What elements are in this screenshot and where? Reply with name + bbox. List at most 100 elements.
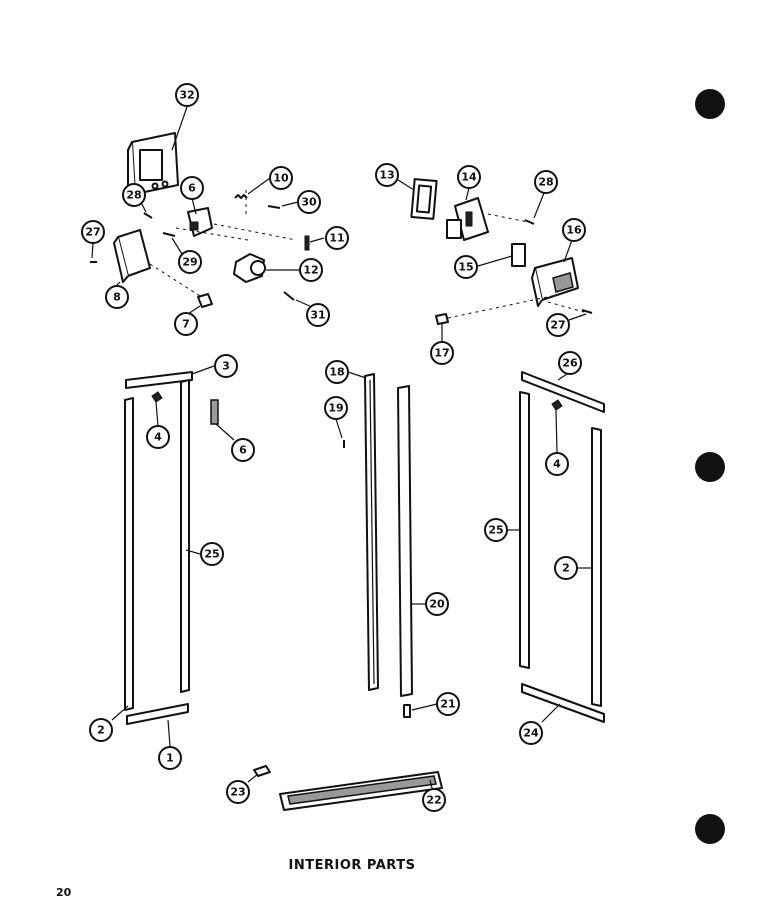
- part-17-clip: [435, 313, 449, 325]
- svg-text:13: 13: [379, 169, 394, 182]
- part-21-clip: [403, 704, 411, 718]
- part-4-fastener-right: [551, 399, 563, 411]
- callout-6-top: 6: [180, 176, 204, 200]
- callout-16: 16: [562, 218, 586, 242]
- callout-27-right: 27: [546, 313, 570, 337]
- part-2-left-post: [124, 397, 134, 711]
- part-24-bottom-rail: [521, 683, 605, 723]
- part-15-plate: [511, 243, 526, 267]
- svg-text:28: 28: [126, 189, 141, 202]
- part-14-switch: [446, 197, 489, 241]
- callout-22: 22: [422, 788, 446, 812]
- part-26-top-rail: [521, 371, 605, 413]
- callout-31: 31: [306, 303, 330, 327]
- svg-text:20: 20: [429, 598, 445, 611]
- svg-text:27: 27: [550, 319, 565, 332]
- part-28-screw: [143, 212, 153, 219]
- callout-20: 20: [425, 592, 449, 616]
- svg-text:6: 6: [239, 444, 247, 457]
- callout-30: 30: [297, 190, 321, 214]
- svg-text:11: 11: [329, 232, 344, 245]
- callout-28-left: 28: [122, 183, 146, 207]
- callout-14: 14: [457, 165, 481, 189]
- svg-text:8: 8: [113, 291, 121, 304]
- punch-hole-middle: [695, 452, 725, 482]
- part-29-screw: [162, 232, 176, 237]
- callout-2-left: 2: [89, 718, 113, 742]
- callout-15: 15: [454, 255, 478, 279]
- svg-text:16: 16: [566, 224, 582, 237]
- svg-text:1: 1: [166, 752, 174, 765]
- callout-8: 8: [105, 285, 129, 309]
- svg-text:10: 10: [273, 172, 289, 185]
- part-8-thermostat-box: [113, 229, 151, 283]
- svg-text:14: 14: [461, 171, 477, 184]
- svg-text:25: 25: [204, 548, 219, 561]
- callout-24: 24: [519, 721, 543, 745]
- callout-11: 11: [325, 226, 349, 250]
- part-28-screw-right: [524, 219, 535, 225]
- part-23-clip: [253, 765, 271, 777]
- callout-21: 21: [436, 692, 460, 716]
- callout-32: 32: [175, 83, 199, 107]
- svg-text:4: 4: [154, 431, 162, 444]
- svg-text:12: 12: [303, 264, 318, 277]
- callout-18: 18: [325, 360, 349, 384]
- leader-lines: [91, 106, 592, 789]
- svg-text:21: 21: [440, 698, 455, 711]
- svg-text:19: 19: [328, 402, 343, 415]
- punch-hole-top: [695, 89, 725, 119]
- part-12-knob: [233, 253, 266, 283]
- part-1-bottom-rail: [126, 703, 189, 725]
- svg-text:2: 2: [562, 562, 570, 575]
- svg-text:28: 28: [538, 176, 553, 189]
- callout-28-right: 28: [534, 170, 558, 194]
- part-2-right-post: [591, 427, 602, 707]
- svg-text:29: 29: [182, 256, 197, 269]
- part-13-gasket: [410, 178, 438, 220]
- part-18-door-strip: [364, 373, 379, 691]
- callout-6-bottom: 6: [231, 438, 255, 462]
- part-7-clip: [197, 293, 213, 308]
- svg-text:27: 27: [85, 226, 100, 239]
- part-16-light-housing: [531, 257, 579, 307]
- part-27-screw-right: [581, 309, 593, 314]
- part-25-right-post: [519, 391, 530, 669]
- punch-hole-bottom: [695, 814, 725, 844]
- callout-7: 7: [174, 312, 198, 336]
- part-6-bracket: [187, 207, 213, 237]
- callout-4-right: 4: [545, 452, 569, 476]
- part-31-screw: [283, 291, 295, 301]
- callout-25-left: 25: [200, 542, 224, 566]
- part-25-left-post: [180, 379, 190, 693]
- svg-text:15: 15: [458, 261, 473, 274]
- left-cluster-dashes: [149, 190, 297, 297]
- svg-text:18: 18: [329, 366, 344, 379]
- callout-4-left: 4: [146, 425, 170, 449]
- part-22-grille: [279, 771, 443, 811]
- callout-10: 10: [269, 166, 293, 190]
- callout-25-right: 25: [484, 518, 508, 542]
- svg-text:7: 7: [182, 318, 190, 331]
- part-11-pin: [304, 235, 310, 251]
- callout-19: 19: [324, 396, 348, 420]
- part-3-top-rail: [125, 371, 193, 389]
- svg-text:6: 6: [188, 182, 196, 195]
- page-number: 20: [56, 886, 72, 899]
- part-30-screw: [267, 205, 281, 209]
- callout-29: 29: [178, 250, 202, 274]
- svg-text:17: 17: [434, 347, 449, 360]
- callout-13: 13: [375, 163, 399, 187]
- part-6-clip-left: [210, 399, 219, 425]
- callout-27-left: 27: [81, 220, 105, 244]
- svg-text:23: 23: [230, 786, 245, 799]
- svg-text:25: 25: [488, 524, 503, 537]
- svg-text:2: 2: [97, 724, 105, 737]
- svg-text:26: 26: [562, 357, 578, 370]
- part-20-door-strip: [397, 385, 413, 697]
- diagram-caption: INTERIOR PARTS: [288, 858, 416, 873]
- callout-23: 23: [226, 780, 250, 804]
- callout-1: 1: [158, 746, 182, 770]
- part-4-fastener-left: [151, 391, 163, 403]
